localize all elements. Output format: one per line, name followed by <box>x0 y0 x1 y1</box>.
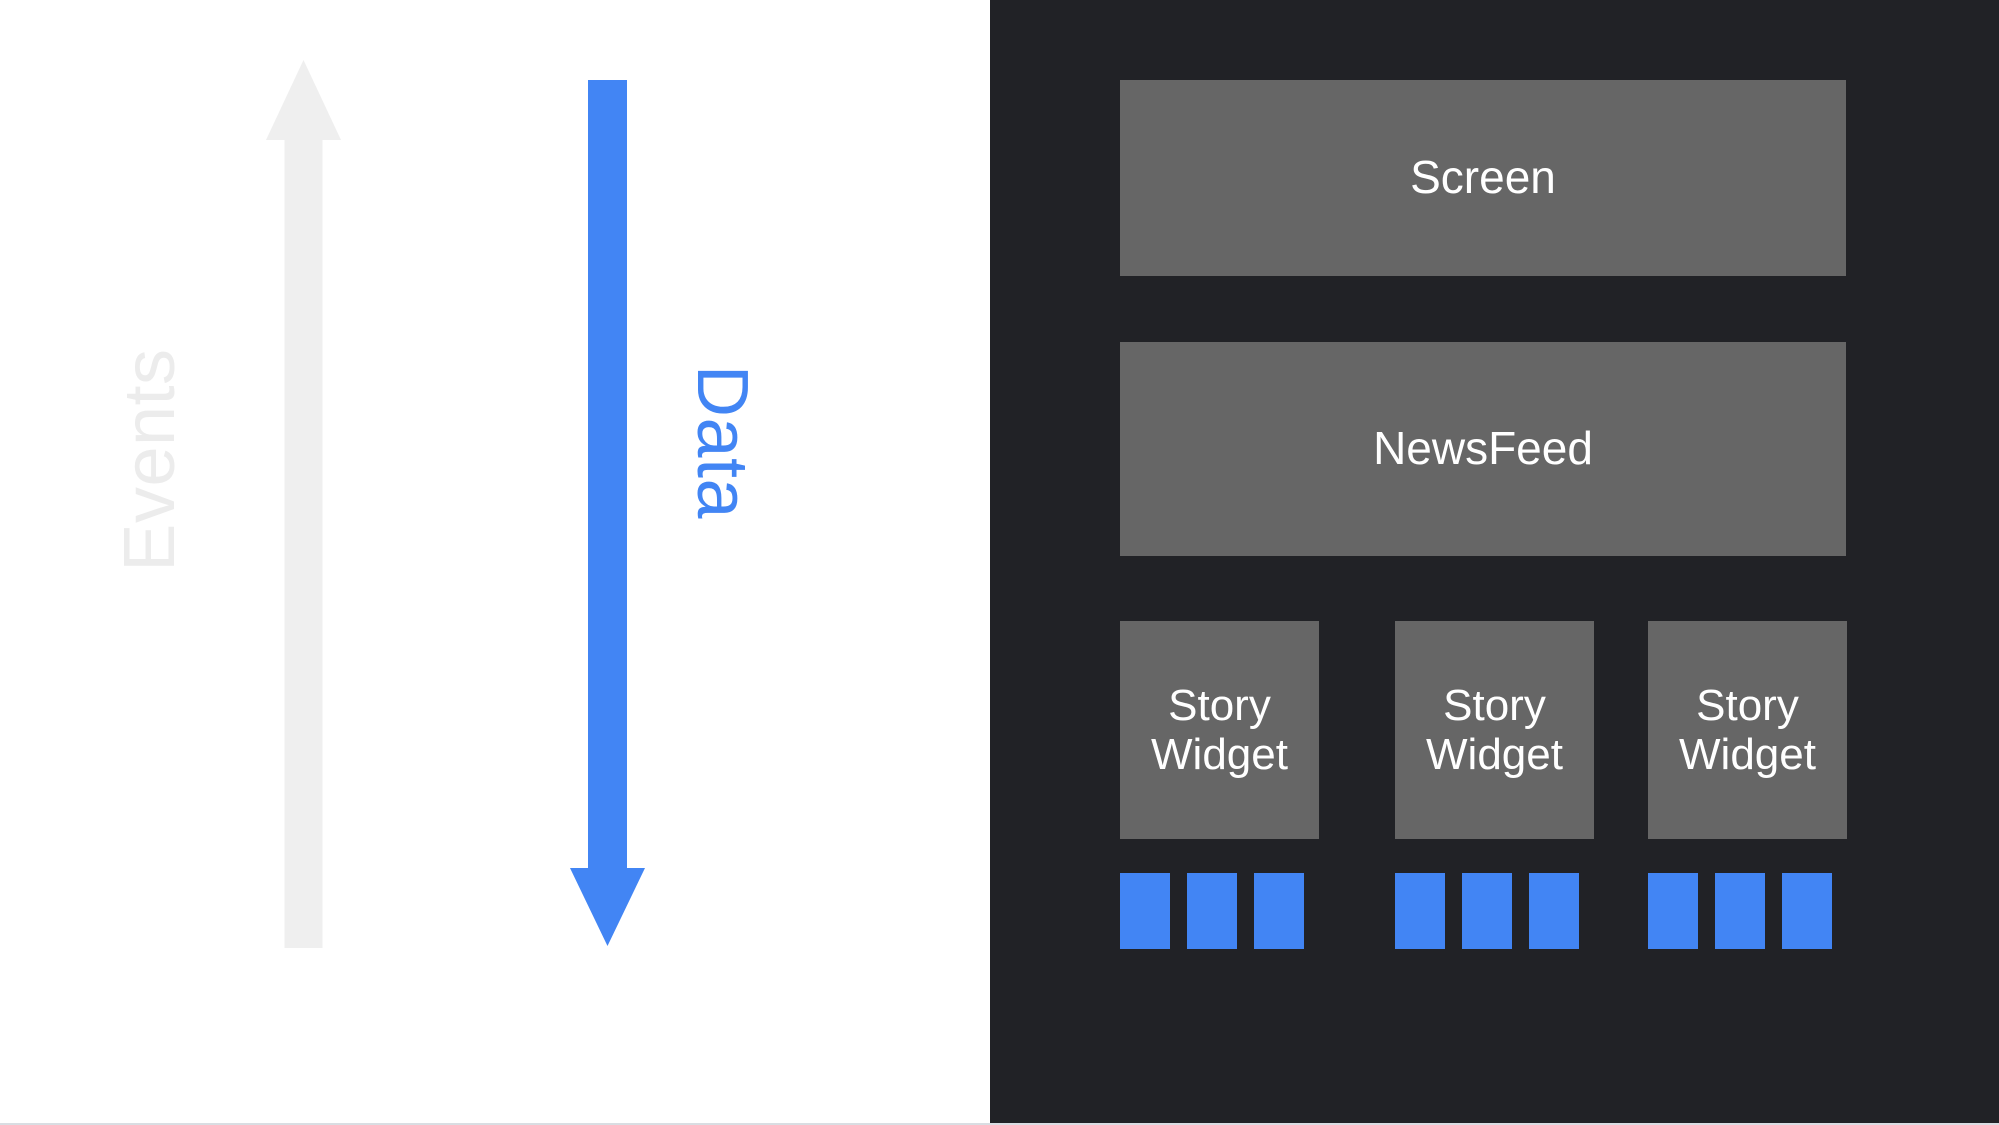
story-widget-1-line2: Widget <box>1151 730 1288 779</box>
leaf-bar-3-3[interactable] <box>1782 873 1832 949</box>
node-screen-label: Screen <box>1410 151 1556 204</box>
leaf-bar-3-2[interactable] <box>1715 873 1765 949</box>
leaf-bar-group-3 <box>1648 873 1832 949</box>
node-story-widget-2-label: Story Widget <box>1426 681 1563 780</box>
node-newsfeed-label: NewsFeed <box>1373 422 1593 475</box>
node-story-widget-1-label: Story Widget <box>1151 681 1288 780</box>
story-widget-1-line1: Story <box>1168 680 1271 730</box>
events-flow-label: Events <box>110 348 190 572</box>
data-flow-label: Data <box>682 364 762 520</box>
leaf-bar-3-1[interactable] <box>1648 873 1698 949</box>
node-story-widget-3-label: Story Widget <box>1679 681 1816 780</box>
component-tree-panel: Screen NewsFeed Story Widget Story Widge… <box>990 0 1999 1123</box>
story-widget-3-line2: Widget <box>1679 730 1816 779</box>
leaf-bar-1-1[interactable] <box>1120 873 1170 949</box>
leaf-bar-2-2[interactable] <box>1462 873 1512 949</box>
story-widget-2-line2: Widget <box>1426 730 1563 779</box>
leaf-bar-group-1 <box>1120 873 1304 949</box>
leaf-bar-2-1[interactable] <box>1395 873 1445 949</box>
node-screen[interactable]: Screen <box>1120 80 1846 276</box>
leaf-bar-2-3[interactable] <box>1529 873 1579 949</box>
flow-legend-panel: Events Data <box>0 0 990 1123</box>
leaf-bar-1-3[interactable] <box>1254 873 1304 949</box>
story-widget-2-line1: Story <box>1443 680 1546 730</box>
node-story-widget-1[interactable]: Story Widget <box>1120 621 1319 839</box>
story-widget-3-line1: Story <box>1696 680 1799 730</box>
leaf-bar-1-2[interactable] <box>1187 873 1237 949</box>
leaf-bar-group-2 <box>1395 873 1579 949</box>
arrow-up-icon <box>266 60 341 948</box>
node-story-widget-2[interactable]: Story Widget <box>1395 621 1594 839</box>
node-newsfeed[interactable]: NewsFeed <box>1120 342 1846 556</box>
arrow-down-icon <box>570 80 645 946</box>
node-story-widget-3[interactable]: Story Widget <box>1648 621 1847 839</box>
